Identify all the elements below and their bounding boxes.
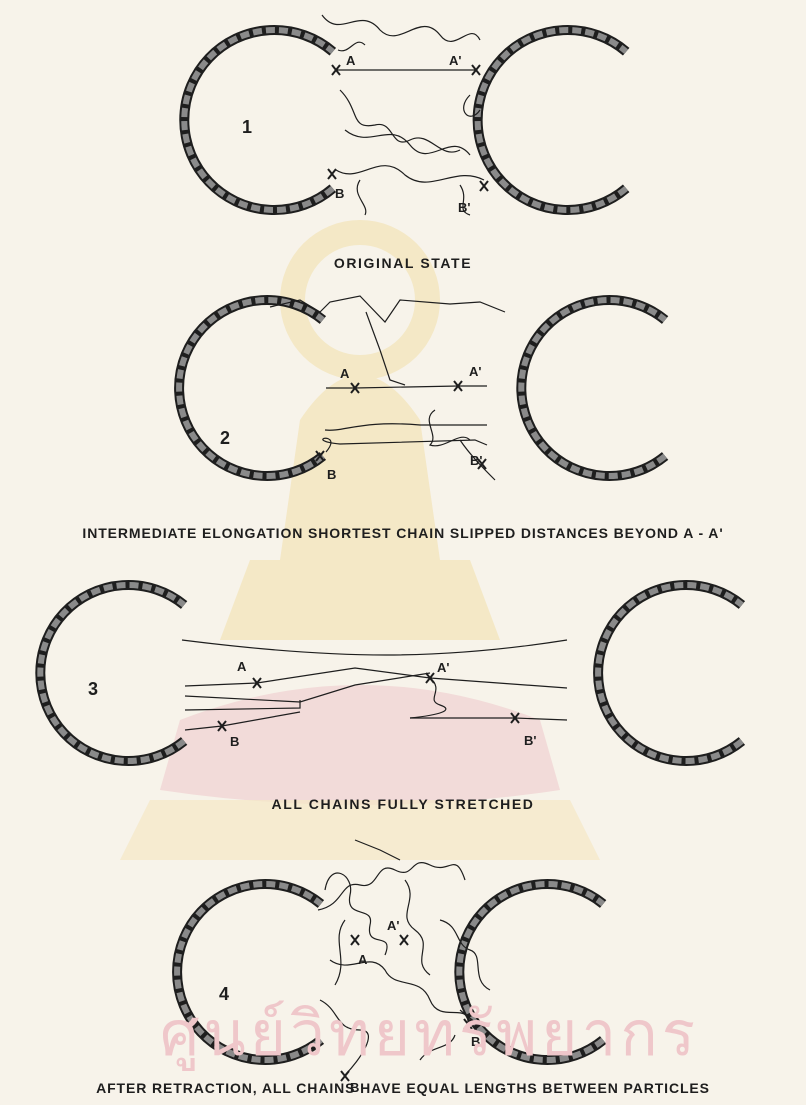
panel-4-caption: AFTER RETRACTION, ALL CHAINS HAVE EQUAL … [0, 1080, 806, 1096]
panel-1-number: 1 [242, 117, 252, 137]
particle-right [478, 30, 627, 210]
panel-4-label-a: A [358, 952, 368, 967]
panel-1-diagram [184, 15, 626, 215]
panel-2-caption: INTERMEDIATE ELONGATION SHORTEST CHAIN S… [0, 525, 806, 541]
panel-1-label-b-prime: B' [458, 200, 470, 215]
chain-anchor-marks [328, 65, 488, 191]
panel-4-label-a-prime: A' [387, 918, 399, 933]
panel-3-label-a: A [237, 659, 247, 674]
panel-1-label-a: A [346, 53, 356, 68]
panel-1-label-b: B [335, 186, 344, 201]
particle-left [184, 30, 333, 210]
panel-2-number: 2 [220, 428, 230, 448]
panel-3-label-a-prime: A' [437, 660, 449, 675]
panel-3-caption: ALL CHAINS FULLY STRETCHED [0, 796, 806, 812]
particle-left [40, 585, 184, 761]
panel-2-label-a: A [340, 366, 350, 381]
panel-3-number: 3 [88, 679, 98, 699]
panel-3-label-b-prime: B' [524, 733, 536, 748]
panel-3-label-b: B [230, 734, 239, 749]
panel-2-label-b-prime: B' [470, 453, 482, 468]
watermark-text: ศูนย์วิทยทรัพยากร [160, 985, 640, 1083]
panel-1-label-a-prime: A' [449, 53, 461, 68]
panel-1-caption: ORIGINAL STATE [0, 255, 806, 271]
polymer-chains [322, 15, 484, 215]
particle-right [598, 585, 742, 761]
panel-2-label-b: B [327, 467, 336, 482]
panel-2-label-a-prime: A' [469, 364, 481, 379]
particle-right [521, 300, 665, 476]
